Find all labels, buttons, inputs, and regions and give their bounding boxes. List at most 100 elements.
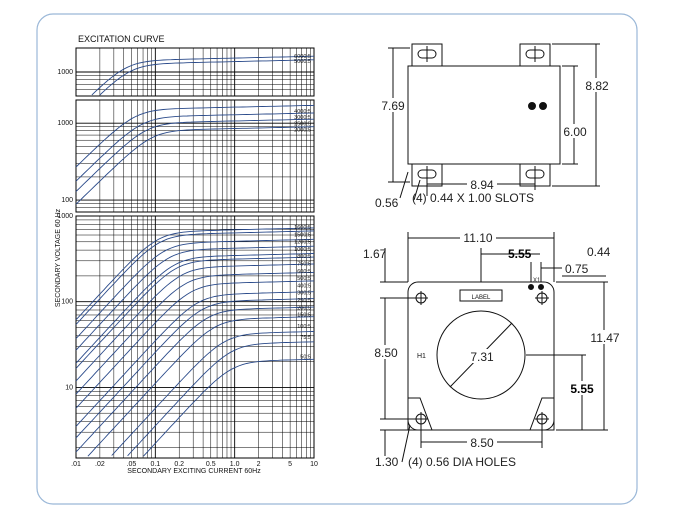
curve-label: 750:5 — [297, 262, 311, 268]
x-axis-ticks: .01 .02 .05 0.1 0.2 0.5 1.0 2 5 10 — [71, 461, 318, 468]
h1-label: H1 — [417, 353, 426, 360]
x-tick-label: .01 — [71, 461, 81, 468]
dim-7-31: 7.31 — [470, 350, 494, 364]
dim-5-55-v: 5.55 — [570, 382, 594, 396]
curve-label: 1200:5 — [294, 240, 311, 246]
curve-label: 2500:5 — [294, 121, 311, 127]
curve-200-5 — [75, 306, 315, 453]
curve-4000-5 — [75, 104, 315, 168]
window-opening — [436, 310, 526, 400]
curve-label: 75:5 — [300, 335, 311, 341]
y-tick-label: 10 — [65, 384, 73, 391]
tab-top-left — [411, 43, 443, 67]
chart-panel-2 — [75, 99, 315, 213]
terminal-x1-label: X1 — [533, 278, 541, 284]
x-tick-label: .02 — [95, 461, 105, 468]
curve-label: 200:5 — [297, 305, 311, 311]
curve-label: 1000:5 — [294, 247, 311, 253]
chart-title: EXCITATION CURVE — [78, 34, 165, 44]
x-tick-label: 0.2 — [174, 461, 184, 468]
curve-6000-5 — [91, 55, 315, 96]
curve-label: 800:5 — [297, 254, 311, 260]
label-text: LABEL — [472, 295, 491, 301]
chart-panels: 1000 1000 100 1000 100 10 — [57, 47, 315, 459]
curve-label: 1600:5 — [294, 225, 311, 231]
chart-panel-3 — [75, 215, 315, 459]
curve-1600-5 — [75, 227, 315, 321]
curve-250-5 — [75, 298, 315, 439]
x-tick-label: 2 — [257, 461, 261, 468]
y-tick-label: 100 — [61, 299, 73, 306]
holes-note: (4) 0.56 DIA HOLES — [408, 455, 516, 469]
curve-label: 50:5 — [300, 355, 311, 361]
top-view-dimensions: 7.69 8.82 6.00 8.94 0.56 (4) 0.44 X 1.00… — [375, 78, 610, 210]
front-view-dimensions: 11.10 1.67 5.55 0.44 0.75 X1 LABEL H1 7.… — [363, 230, 620, 469]
tab-top-right — [519, 43, 551, 67]
x-tick-label: .05 — [127, 461, 137, 468]
curve-800-5 — [75, 253, 315, 364]
curve-5000-5 — [99, 59, 314, 96]
terminal-icon — [528, 102, 536, 110]
dim-8-50-v: 8.50 — [374, 346, 398, 360]
x-tick-label: 0.1 — [150, 461, 160, 468]
curve-label: 1500:5 — [294, 232, 311, 238]
excitation-chart: EXCITATION CURVE 1000 1000 100 1000 100 10 60… — [55, 34, 318, 475]
curve-1200-5 — [75, 238, 315, 339]
dim-0-44: 0.44 — [587, 245, 611, 259]
dim-8-94: 8.94 — [470, 178, 494, 192]
curve-150-5 — [87, 316, 315, 457]
curve-2000-5 — [75, 126, 315, 205]
curve-label: 150:5 — [297, 313, 311, 319]
curve-1000-5 — [75, 245, 315, 351]
dim-0-56: 0.56 — [375, 196, 399, 210]
dim-8-82: 8.82 — [585, 79, 609, 93]
top-body — [407, 65, 561, 165]
curve-label: 5000:5 — [294, 59, 311, 65]
y-tick-label: 1000 — [57, 120, 73, 127]
dim-7-69: 7.69 — [381, 99, 405, 113]
dim-11-47: 11.47 — [590, 331, 619, 345]
dim-1-67: 1.67 — [363, 247, 387, 261]
dim-11-10: 11.10 — [463, 231, 492, 245]
dim-8-50-h: 8.50 — [470, 436, 494, 450]
x-tick-label: 5 — [288, 461, 292, 468]
dim-1-30: 1.30 — [375, 455, 399, 469]
curve-label: 400:5 — [297, 283, 311, 289]
curve-400-5 — [75, 280, 315, 409]
y-axis-label: SECONDARY VOLTAGE 60 Hz — [55, 208, 62, 307]
y-tick-label: 1000 — [57, 213, 73, 220]
curve-750-5 — [75, 256, 315, 369]
slots-note: (4) 0.44 X 1.00 SLOTS — [412, 191, 534, 205]
curve-75-5 — [127, 341, 315, 457]
curve-label: 4000:5 — [294, 109, 311, 115]
curve-label: 100:5 — [297, 324, 311, 330]
x-axis-label: SECONDARY EXCITING CURRENT 60Hz — [127, 468, 261, 475]
curve-3000-5 — [75, 112, 315, 182]
x-tick-label: 1.0 — [230, 461, 240, 468]
x-tick-label: 10 — [310, 461, 318, 468]
label-box — [459, 289, 503, 302]
curve-label: 3000:5 — [294, 115, 311, 121]
chart-curves — [75, 55, 315, 457]
curve-label: 500:5 — [297, 276, 311, 282]
curve-label: 250:5 — [297, 298, 311, 304]
curve-2500-5 — [75, 118, 315, 192]
curve-100-5 — [111, 331, 315, 456]
y-tick-label: 1000 — [57, 69, 73, 76]
dim-0-75: 0.75 — [565, 262, 589, 276]
curve-500-5 — [75, 271, 315, 395]
curve-300-5 — [75, 291, 315, 427]
curve-label: 2000:5 — [294, 128, 311, 134]
curve-label: 600:5 — [297, 269, 311, 275]
y-tick-label: 100 — [61, 197, 73, 204]
x-tick-label: 0.5 — [206, 461, 216, 468]
curve-1500-5 — [75, 230, 315, 325]
curve-label: 6000:5 — [294, 54, 311, 60]
curve-50-5 — [143, 358, 315, 457]
curve-600-5 — [75, 263, 315, 382]
terminal-icon — [539, 102, 547, 110]
dim-6-00: 6.00 — [563, 125, 587, 139]
